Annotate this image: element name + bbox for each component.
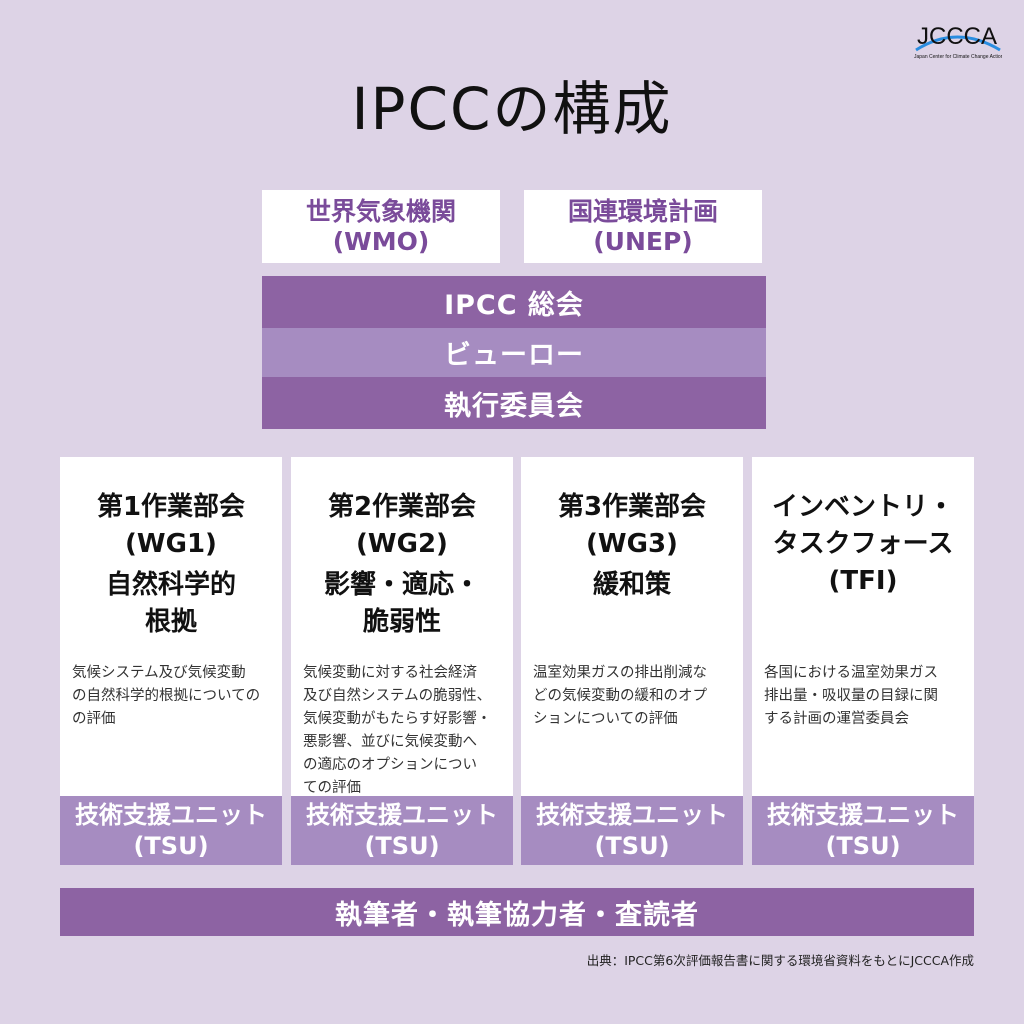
wg3-heading: 第3作業部会 (WG3) <box>557 492 707 559</box>
wg1-description: 気候システム及び気候変動 の自然科学的根拠についての の評価 <box>72 665 261 727</box>
bureau-bar: ビューロー <box>262 328 766 377</box>
wg2-column: 第2作業部会 (WG2) 影響・適応・ 脆弱性 気候変動に対する社会経済 及び自… <box>291 457 513 865</box>
wg1-heading: 第1作業部会 (WG1) <box>96 492 246 559</box>
wg3-description: 温室効果ガスの排出削減な どの気候変動の緩和のオプ ションについての評価 <box>533 665 707 727</box>
wmo-box: 世界気象機関 (WMO) <box>262 190 500 263</box>
tfi-column: インベントリ・ タスクフォース (TFI) 各国における温室効果ガス 排出量・吸… <box>752 457 974 865</box>
tfi-description: 各国における温室効果ガス 排出量・吸収量の目録に関 する計画の運営委員会 <box>764 665 938 727</box>
wg3-column: 第3作業部会 (WG3) 緩和策 温室効果ガスの排出削減な どの気候変動の緩和の… <box>521 457 743 865</box>
wg2-subject: 影響・適応・ 脆弱性 <box>323 570 480 637</box>
authors-bar: 執筆者・執筆協力者・査読者 <box>60 888 974 936</box>
wg3-tsu: 技術支援ユニット (TSU) <box>521 796 743 865</box>
wg1-tsu: 技術支援ユニット (TSU) <box>60 796 282 865</box>
executive-committee-bar: 執行委員会 <box>262 377 766 429</box>
unep-box: 国連環境計画 (UNEP) <box>524 190 762 263</box>
page-title: IPCCの構成 <box>351 75 673 143</box>
wg1-column: 第1作業部会 (WG1) 自然科学的 根拠 気候システム及び気候変動 の自然科学… <box>60 457 282 865</box>
tfi-heading: インベントリ・ タスクフォース (TFI) <box>771 492 954 596</box>
source-note: 出典：IPCC第6次評価報告書に関する環境省資料をもとにJCCCA作成 <box>586 953 974 968</box>
wg2-description: 気候変動に対する社会経済 及び自然システムの脆弱性、 気候変動がもたらす好影響・… <box>303 665 492 796</box>
wg3-subject: 緩和策 <box>592 570 671 600</box>
ipcc-plenary-bar: IPCC 総会 <box>262 276 766 328</box>
wg2-heading: 第2作業部会 (WG2) <box>327 492 477 559</box>
svg-text:Japan Center for Climate Chang: Japan Center for Climate Change Actions <box>914 54 1002 60</box>
tfi-tsu: 技術支援ユニット (TSU) <box>752 796 974 865</box>
wg1-subject: 自然科学的 根拠 <box>105 570 236 637</box>
wg2-tsu: 技術支援ユニット (TSU) <box>291 796 513 865</box>
jccca-logo: JCCCA Japan Center for Climate Change Ac… <box>912 16 1006 62</box>
svg-text:JCCCA: JCCCA <box>917 23 997 50</box>
